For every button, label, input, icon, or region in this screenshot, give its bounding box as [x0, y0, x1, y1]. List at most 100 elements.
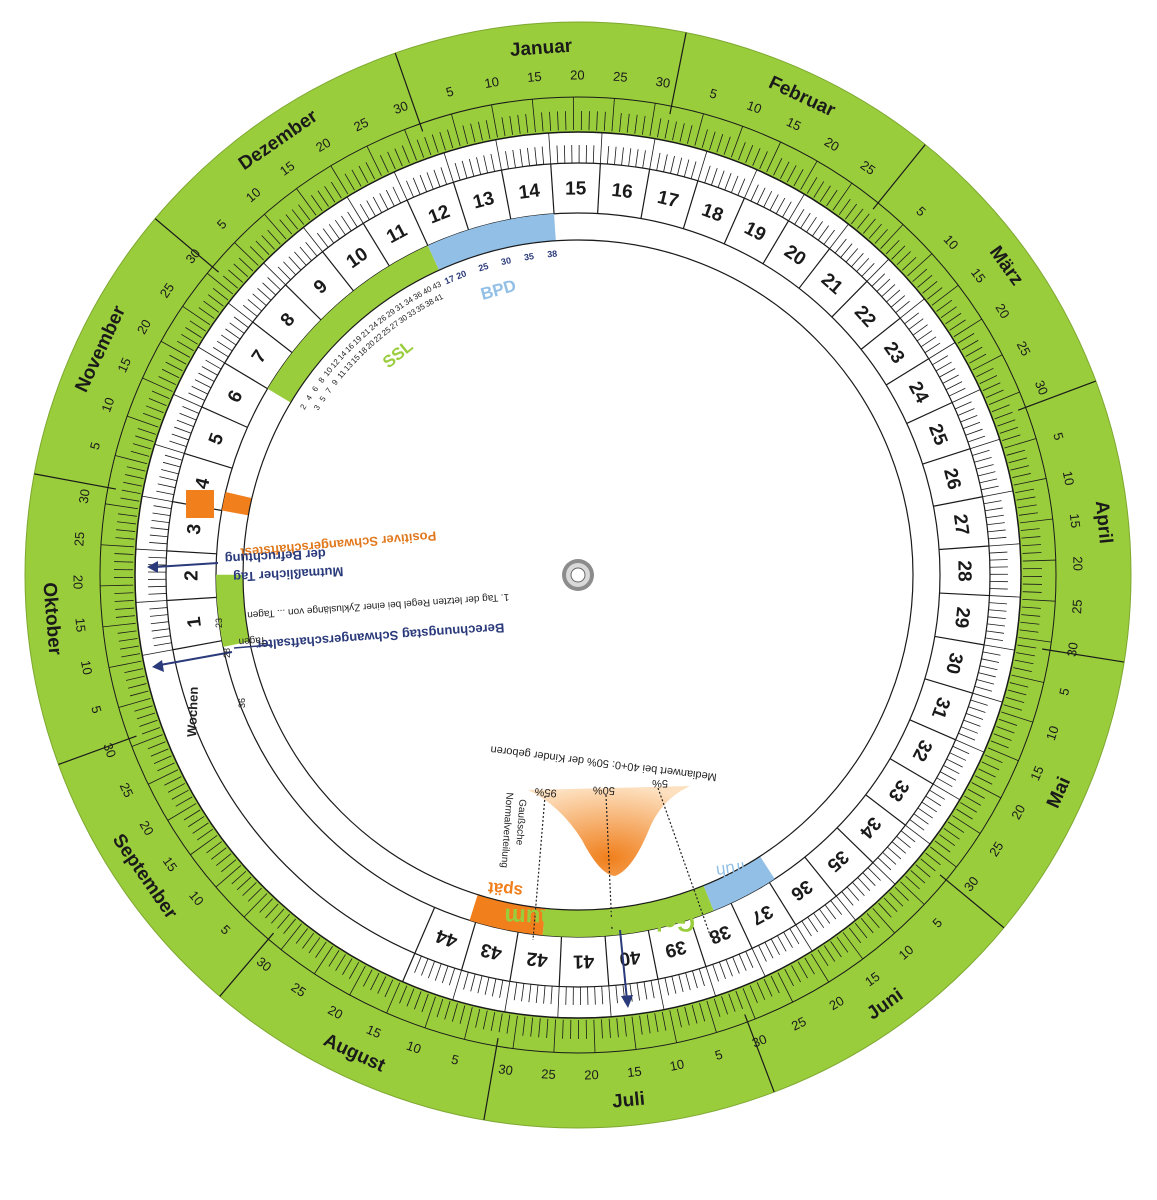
day-tick — [848, 927, 862, 944]
day-tick — [972, 354, 1003, 371]
day-tick — [634, 114, 638, 134]
day-tick — [283, 918, 296, 934]
week-day-tick — [513, 982, 518, 1001]
week-day-tick — [946, 758, 963, 768]
week-day-tick — [965, 428, 983, 436]
day-number-label: 15 — [784, 114, 804, 134]
day-tick — [851, 208, 864, 225]
day-tick — [676, 1008, 682, 1028]
day-tick — [436, 998, 444, 1018]
week-day-tick — [142, 649, 173, 656]
day-number-label: 5 — [713, 1047, 724, 1063]
month-divider — [154, 218, 220, 273]
day-tick — [394, 148, 403, 167]
day-tick — [261, 235, 275, 250]
day-number-label: 20 — [1008, 802, 1028, 822]
day-number-label: 20 — [992, 301, 1012, 321]
day-tick — [699, 1002, 706, 1022]
day-tick — [557, 111, 559, 131]
day-tick — [952, 815, 981, 834]
week-day-tick — [228, 302, 254, 323]
week-day-tick — [541, 146, 545, 165]
day-tick — [117, 521, 136, 525]
day-tick — [838, 199, 851, 215]
day-tick — [936, 299, 953, 312]
week-day-tick — [928, 342, 956, 360]
week-day-tick — [685, 972, 691, 991]
week-day-tick — [463, 972, 469, 990]
day-tick — [451, 1003, 458, 1022]
day-tick — [148, 769, 179, 785]
day-tick — [358, 165, 369, 183]
day-tick — [115, 615, 135, 618]
bpd-value: 25 — [477, 261, 490, 274]
day-tick — [759, 151, 768, 169]
week-day-tick — [751, 948, 766, 977]
week-day-tick — [683, 159, 690, 178]
week-day-tick — [886, 289, 901, 303]
day-tick — [1011, 674, 1044, 683]
day-tick — [641, 115, 646, 135]
day-number-label: 25 — [613, 69, 629, 85]
day-number-label: 25 — [858, 157, 878, 178]
week-day-tick — [965, 713, 984, 720]
day-tick — [243, 893, 268, 918]
week-day-tick — [989, 595, 1021, 598]
week-divider — [184, 452, 233, 469]
day-number-label: 15 — [1067, 513, 1083, 529]
week-day-tick — [621, 147, 624, 166]
week-day-tick — [150, 527, 169, 531]
day-tick — [553, 1019, 556, 1053]
day-tick — [1007, 689, 1027, 696]
day-tick — [462, 125, 468, 145]
day-tick — [624, 1017, 627, 1037]
day-tick — [971, 782, 1002, 799]
week-divider — [224, 362, 268, 390]
week-number: 43 — [479, 939, 504, 964]
day-tick — [478, 121, 483, 141]
week-day-tick — [592, 145, 595, 164]
day-tick — [177, 340, 194, 352]
week-day-tick — [334, 219, 346, 236]
week-day-tick — [148, 556, 167, 559]
week-day-tick — [182, 406, 200, 414]
day-tick — [819, 185, 831, 202]
day-tick — [616, 1018, 619, 1038]
week-day-tick — [483, 155, 489, 174]
month-label: Januar — [509, 36, 573, 61]
day-tick — [414, 991, 422, 1010]
week-day-tick — [972, 692, 1003, 703]
day-number-label: 10 — [745, 98, 764, 117]
day-tick — [985, 389, 1004, 398]
day-tick — [421, 993, 429, 1013]
week-day-tick — [904, 312, 920, 325]
week-day-tick — [303, 227, 323, 252]
frueh-label: früh — [715, 858, 747, 881]
week-divider — [166, 596, 217, 602]
day-tick — [349, 965, 366, 996]
week-day-tick — [909, 819, 925, 831]
day-number-label: 20 — [325, 1002, 345, 1022]
week-day-tick — [913, 813, 929, 825]
day-tick — [832, 182, 853, 211]
week-divider — [285, 284, 322, 321]
day-tick — [147, 741, 166, 750]
week-day-tick — [267, 277, 281, 291]
week-day-tick — [379, 193, 389, 210]
day-tick — [114, 600, 134, 602]
day-tick — [917, 274, 933, 288]
day-tick — [823, 945, 836, 962]
day-tick-scale — [34, 32, 1125, 1121]
day-tick — [728, 993, 736, 1012]
week-day-tick — [925, 795, 942, 807]
day-tick — [830, 941, 842, 958]
week-day-tick — [159, 476, 178, 482]
day-tick — [990, 740, 1009, 749]
day-tick — [1006, 449, 1026, 456]
day-tick — [444, 1001, 451, 1020]
day-tick — [127, 683, 147, 689]
week-day-tick — [443, 152, 454, 183]
day-tick — [211, 847, 227, 860]
week-day-tick — [548, 132, 552, 164]
